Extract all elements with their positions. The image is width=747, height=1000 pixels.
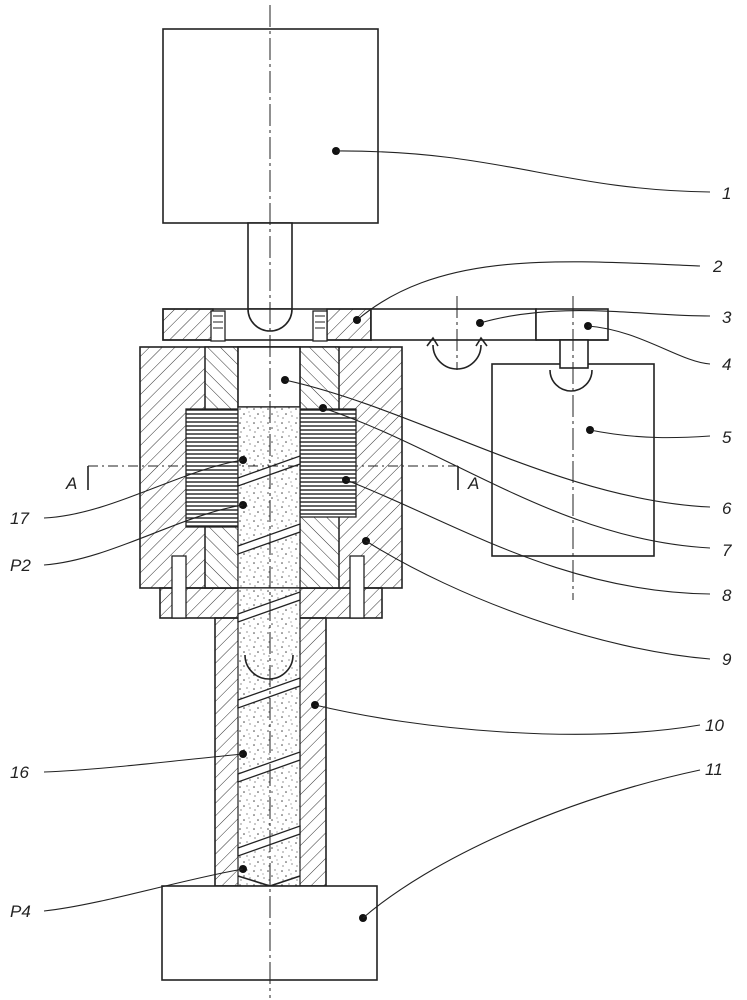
top-plate-hatch-left: [163, 309, 213, 340]
bottom-bolt-right: [350, 556, 364, 618]
label-P2: P2: [10, 556, 31, 575]
label-5: 5: [722, 428, 732, 447]
label-P4: P4: [10, 902, 31, 921]
transmission-arm: [371, 309, 536, 340]
coupling: [238, 347, 300, 407]
material-chamber-upper: [238, 407, 300, 588]
label-10: 10: [705, 716, 724, 735]
label-8: 8: [722, 586, 732, 605]
label-9: 9: [722, 650, 732, 669]
bottom-bolt-left: [172, 556, 186, 618]
label-1: 1: [722, 184, 731, 203]
label-17: 17: [10, 509, 29, 528]
section-label-left: A: [65, 474, 77, 493]
driven-shaft: [560, 340, 588, 368]
label-11: 11: [705, 760, 723, 779]
label-7: 7: [722, 541, 732, 560]
arm-end-block: [536, 309, 608, 340]
label-2: 2: [712, 257, 723, 276]
label-6: 6: [722, 499, 732, 518]
label-4: 4: [722, 355, 731, 374]
coil-left: [186, 409, 238, 527]
coil-right: [300, 409, 356, 517]
label-3: 3: [722, 308, 732, 327]
label-16: 16: [10, 763, 29, 782]
